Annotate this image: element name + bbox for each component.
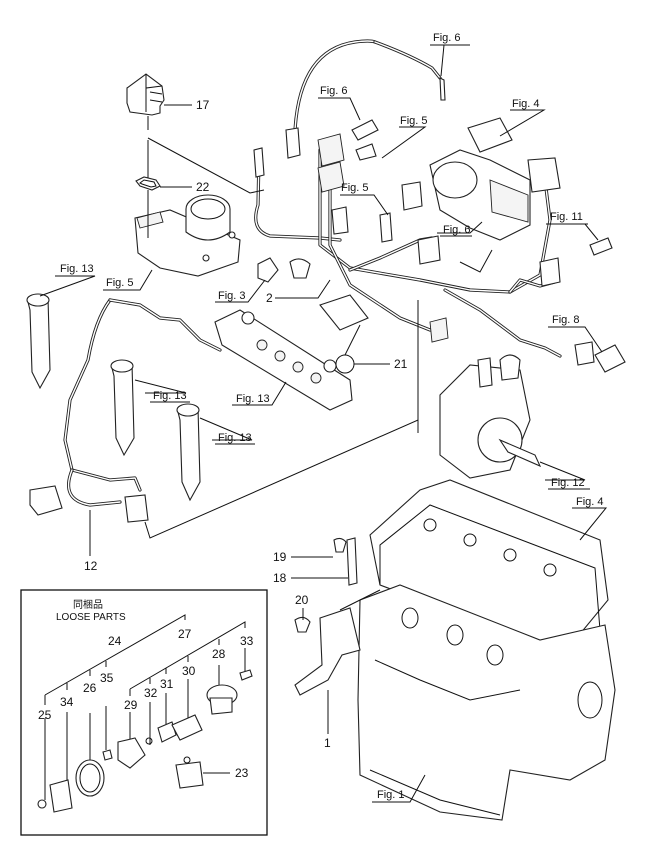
loose-part-30: 30 (182, 664, 196, 678)
supply-pump (439, 354, 542, 479)
fig-ref-fig6-sensor[interactable]: Fig. 6 (320, 85, 348, 97)
loose-part-29: 29 (124, 698, 138, 712)
loose-part-35: 35 (100, 671, 114, 685)
loose-parts-title-jp: 同梱品 (73, 598, 103, 611)
loose-part-34: 34 (60, 695, 74, 709)
fig-ref-fig8[interactable]: Fig. 8 (552, 314, 580, 326)
fig-ref-fig13-left[interactable]: Fig. 13 (60, 263, 94, 275)
fig-ref-fig3[interactable]: Fig. 3 (218, 290, 246, 302)
cylinder-block (357, 584, 616, 821)
fig-ref-fig5-throttle[interactable]: Fig. 5 (106, 277, 134, 289)
loose-part-28: 28 (212, 647, 226, 661)
part-number-17: 17 (196, 98, 210, 112)
part-17-cover (126, 73, 165, 116)
common-rail (214, 309, 353, 411)
loose-parts-box (20, 589, 268, 836)
fig-ref-underlines (55, 44, 606, 803)
part-number-20: 20 (295, 593, 309, 607)
egr-valve (429, 149, 531, 241)
injector-harness (29, 298, 222, 523)
fig-ref-fig12[interactable]: Fig. 12 (551, 477, 585, 489)
fig-ref-fig5-top[interactable]: Fig. 5 (400, 115, 428, 127)
fig-ref-fig13-low[interactable]: Fig. 13 (218, 432, 252, 444)
harness-connectors (253, 127, 561, 343)
loose-part-26: 26 (83, 681, 97, 695)
part-number-18: 18 (273, 571, 287, 585)
loose-part-23: 23 (235, 766, 249, 780)
fig-ref-fig13-rail[interactable]: Fig. 13 (236, 393, 270, 405)
loose-part-32: 32 (144, 686, 158, 700)
fig-ref-fig11[interactable]: Fig. 11 (550, 211, 583, 223)
fig-ref-fig4-head[interactable]: Fig. 4 (576, 496, 604, 508)
part-21-clip (335, 354, 355, 374)
part-number-12: 12 (84, 559, 98, 573)
part-number-22: 22 (196, 180, 210, 194)
brackets (294, 537, 361, 696)
loose-part-24: 24 (108, 634, 122, 648)
part-number-19: 19 (273, 550, 287, 564)
part-number-1: 1 (324, 736, 331, 750)
fig-ref-fig13-mid[interactable]: Fig. 13 (153, 390, 187, 402)
part-22-gasket (135, 176, 161, 191)
part-number-labels: 17 22 2 21 12 19 18 20 1 (84, 98, 408, 750)
fig-ref-fig1[interactable]: Fig. 1 (377, 789, 405, 801)
injectors (26, 293, 201, 502)
fig-ref-fig6-top[interactable]: Fig. 6 (433, 32, 461, 44)
loose-part-33: 33 (240, 634, 254, 648)
sensors-top (351, 77, 626, 373)
fig-ref-fig6-egr[interactable]: Fig. 6 (443, 224, 471, 236)
loose-part-27: 27 (178, 627, 192, 641)
crank-sensor (257, 257, 311, 283)
loose-parts-title-en: LOOSE PARTS (56, 612, 126, 623)
part-number-2: 2 (266, 291, 273, 305)
fig-ref-labels: Fig. 6 Fig. 6 Fig. 5 Fig. 4 Fig. 5 Fig. … (60, 32, 604, 801)
part-number-21: 21 (394, 357, 408, 371)
throttle-body (134, 194, 241, 277)
loose-part-25: 25 (38, 708, 52, 722)
fig-ref-fig4-top[interactable]: Fig. 4 (512, 98, 540, 110)
fig-ref-fig5-center[interactable]: Fig. 5 (341, 182, 369, 194)
loose-part-31: 31 (160, 677, 174, 691)
loose-parts-labels: 同梱品 LOOSE PARTS 24 27 33 28 35 30 26 31 … (38, 598, 254, 780)
main-harness (254, 39, 562, 358)
